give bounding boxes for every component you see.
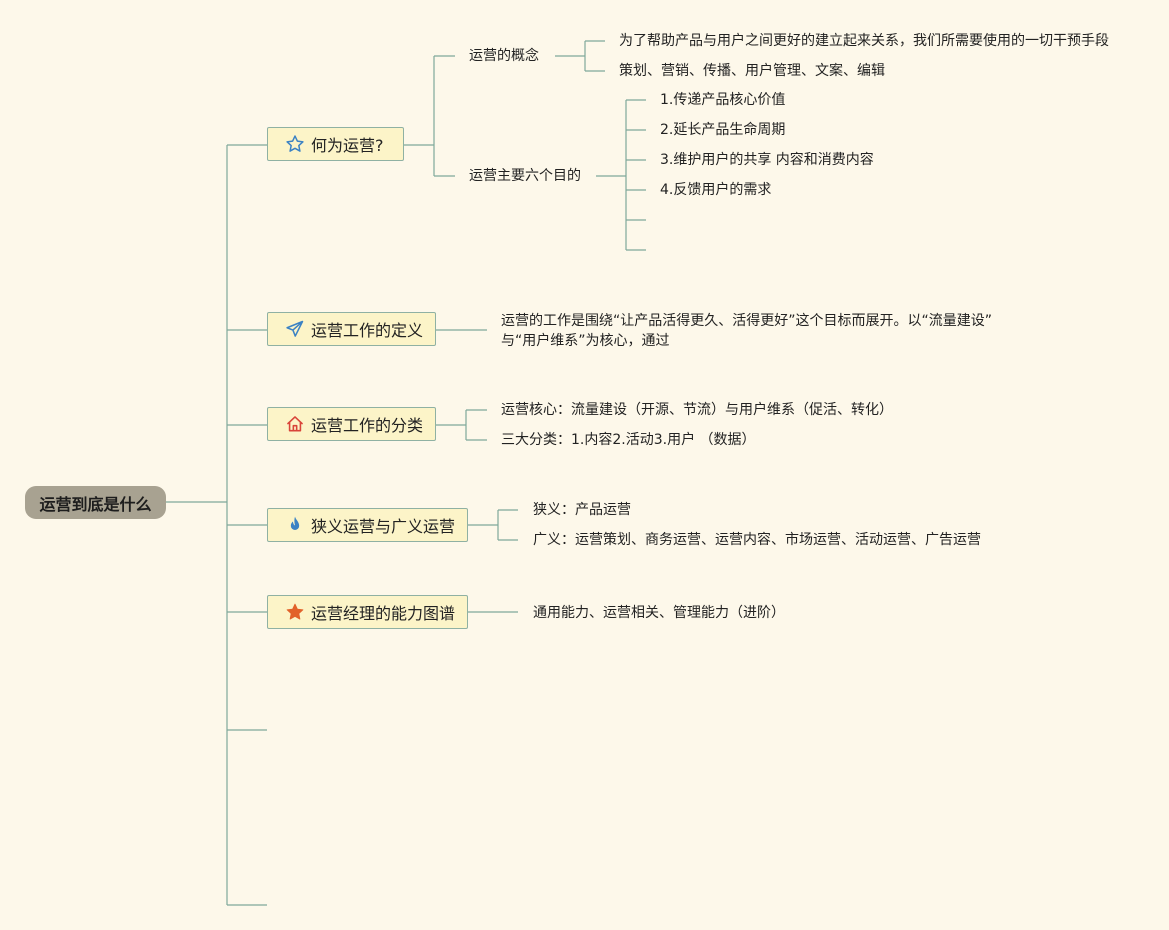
list-item[interactable]: 策划、营销、传播、用户管理、文案、编辑 [619,63,885,79]
star-filled-icon [285,602,305,622]
topic-label: 狭义运营与广义运营 [311,517,456,536]
list-item[interactable]: 与“用户维系”为核心，通过 [501,333,670,349]
topic-label: 运营工作的定义 [311,321,424,340]
list-item[interactable]: 运营核心：流量建设（开源、节流）与用户维系（促活、转化） [501,402,893,418]
list-item[interactable]: 狭义：产品运营 [533,502,631,518]
topic-label: 何为运营? [311,136,384,155]
topic-label: 运营经理的能力图谱 [311,604,456,623]
subtopic-six-goals[interactable]: 运营主要六个目的 [469,168,581,184]
house-icon [285,414,305,434]
list-item[interactable]: 为了帮助产品与用户之间更好的建立起来关系，我们所需要使用的一切干预手段 [619,33,1109,49]
topic-narrow-broad[interactable]: 狭义运营与广义运营 [267,508,468,542]
flame-icon [285,515,305,535]
star-outline-icon [285,134,305,154]
topic-what-is-operations[interactable]: 何为运营? [267,127,404,161]
list-item[interactable]: 广义：运营策划、商务运营、运营内容、市场运营、活动运营、广告运营 [533,532,981,548]
list-item[interactable]: 三大分类：1.内容2.活动3.用户 （数据） [501,432,756,448]
topic-capability-map[interactable]: 运营经理的能力图谱 [267,595,468,629]
list-item[interactable]: 1.传递产品核心价值 [660,92,786,108]
subtopic-concept[interactable]: 运营的概念 [469,48,539,64]
topic-classification[interactable]: 运营工作的分类 [267,407,436,441]
paper-plane-icon [285,319,305,339]
list-item[interactable]: 通用能力、运营相关、管理能力（进阶） [533,605,785,621]
root-node[interactable]: 运营到底是什么 [25,486,166,519]
list-item[interactable]: 2.延长产品生命周期 [660,122,786,138]
topic-definition[interactable]: 运营工作的定义 [267,312,436,346]
topic-label: 运营工作的分类 [311,416,424,435]
list-item[interactable]: 3.维护用户的共享 内容和消费内容 [660,152,874,168]
list-item[interactable]: 运营的工作是围绕“让产品活得更久、活得更好”这个目标而展开。以“流量建设” [501,313,993,329]
list-item[interactable]: 4.反馈用户的需求 [660,182,772,198]
